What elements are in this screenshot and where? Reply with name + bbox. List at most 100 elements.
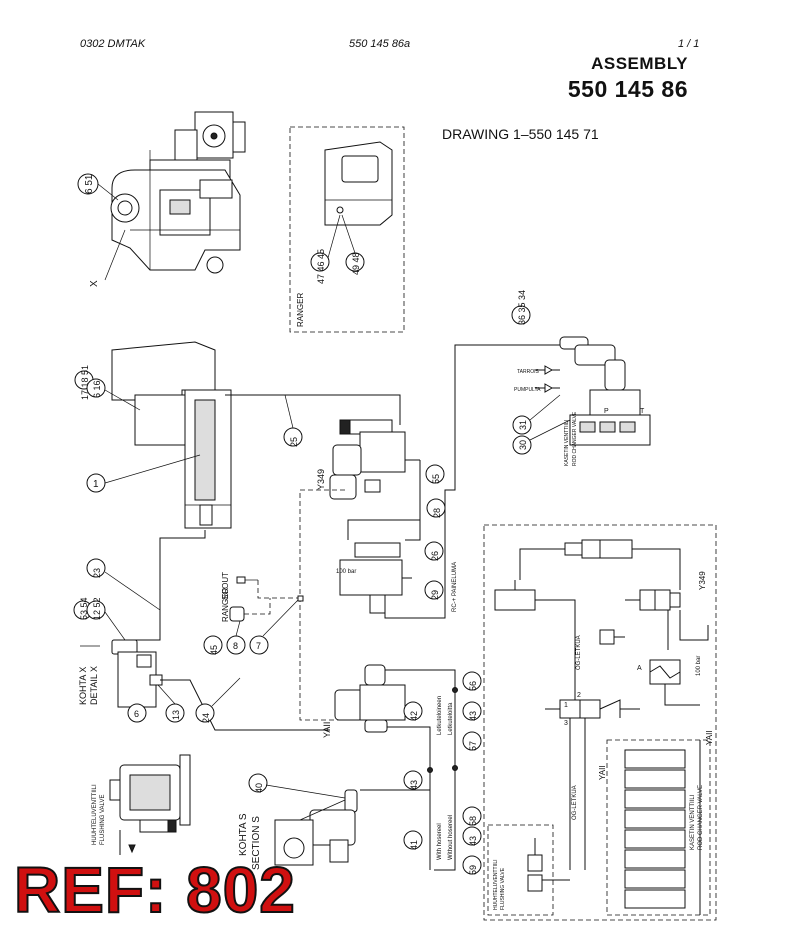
callout-28: 28 bbox=[426, 498, 446, 518]
svg-text:59: 59 bbox=[468, 865, 478, 875]
callout-7: 7 bbox=[249, 599, 299, 655]
svg-text:57: 57 bbox=[468, 741, 478, 751]
callout-23: 23 bbox=[86, 558, 161, 611]
tarrois-label: TARROIS bbox=[517, 369, 540, 375]
ranger-frame-label: RANGER bbox=[296, 293, 305, 327]
yaii-label-3: YAII bbox=[705, 730, 714, 745]
assembly-number: 550 145 86 bbox=[567, 76, 688, 102]
detail-x-section-label: DETAIL X bbox=[89, 666, 99, 705]
electric-cable-1 bbox=[299, 489, 370, 721]
hose-junction bbox=[452, 765, 458, 771]
callout-6-16: 6 16 bbox=[86, 378, 141, 411]
og-letkua-label-1: OG-LETKUA bbox=[576, 635, 582, 670]
svg-text:1: 1 bbox=[93, 479, 99, 490]
ranger-unit-drawing bbox=[324, 141, 393, 226]
callout-43-a: 43 bbox=[462, 701, 482, 721]
rod-changer-label-fi-2: KASETIN VENTTIILI bbox=[690, 794, 696, 850]
schematic-pilot-block bbox=[599, 629, 625, 645]
port-2-label: 2 bbox=[577, 692, 581, 699]
svg-text:8: 8 bbox=[233, 641, 238, 651]
callout-30: 30 bbox=[512, 419, 571, 455]
callout-42: 42 bbox=[403, 701, 423, 721]
section-s-label: SECTION S bbox=[251, 816, 262, 870]
callout-8: 8 bbox=[226, 620, 246, 655]
with-hosereel-label: With hosereel bbox=[437, 823, 443, 860]
svg-text:25: 25 bbox=[289, 437, 299, 447]
y349-label-2: Y349 bbox=[698, 571, 707, 590]
pressure-valve-block bbox=[339, 542, 412, 614]
rod-changer-label-en-1: ROD CHANGER VALVE bbox=[572, 411, 578, 466]
callout-47-46-45: 47 46 45 bbox=[310, 214, 341, 284]
flushing-valve-label-en-1: FLUSHING VALVE bbox=[100, 795, 106, 845]
ranger-frame bbox=[289, 126, 405, 333]
svg-text:56: 56 bbox=[468, 681, 478, 691]
svg-text:28: 28 bbox=[432, 508, 442, 518]
junction-box bbox=[297, 595, 304, 602]
hydraulic-schematic-frame bbox=[483, 524, 717, 921]
valve-bracket-drawing bbox=[111, 341, 232, 529]
callout-56: 56 bbox=[462, 671, 482, 691]
callout-57: 57 bbox=[462, 731, 482, 751]
hose-26 bbox=[347, 519, 420, 540]
ranger-label: RANGER bbox=[221, 588, 230, 622]
svg-text:43: 43 bbox=[468, 711, 478, 721]
detail-x-valve bbox=[111, 639, 163, 708]
port-3-label: 3 bbox=[564, 720, 568, 727]
svg-text:23: 23 bbox=[92, 568, 102, 578]
hose-junction bbox=[427, 767, 433, 773]
hose-55 bbox=[405, 460, 421, 541]
pressure-label-1: 100 bar bbox=[336, 569, 356, 575]
yaii-label-2: YAII bbox=[598, 765, 607, 780]
yaii-label-1: YAII bbox=[322, 722, 332, 738]
svg-text:17 18 51: 17 18 51 bbox=[80, 365, 90, 400]
flushing-valve-drawing bbox=[109, 754, 191, 855]
header-page-number: 1 / 1 bbox=[678, 38, 700, 50]
flushing-valve-label-fi-1: HUUHTELUVENTTIILI bbox=[92, 784, 98, 845]
hose-57-59 bbox=[387, 726, 431, 870]
svg-text:29: 29 bbox=[430, 590, 440, 600]
page-title: ASSEMBLY bbox=[591, 54, 688, 73]
svg-text:7: 7 bbox=[256, 641, 261, 651]
callout-24: 24 bbox=[195, 677, 241, 723]
letkuteloineen-label: Letkuteloineen bbox=[437, 696, 443, 735]
kohta-s-label: KOHTA S bbox=[238, 813, 249, 856]
pressure-label-2: 100 bar bbox=[696, 656, 702, 676]
callout-6-51: 6 51 bbox=[77, 173, 119, 201]
svg-text:42: 42 bbox=[409, 711, 419, 721]
rod-changer-top-drawing bbox=[535, 336, 651, 446]
callout-58: 58 bbox=[462, 806, 482, 826]
scout-label: SCOUT bbox=[221, 572, 230, 600]
callout-29: 29 bbox=[424, 580, 444, 600]
svg-text:58: 58 bbox=[468, 816, 478, 826]
og-letkua-label-2: OG-LETKUA bbox=[572, 785, 578, 820]
hose-junction bbox=[452, 687, 458, 693]
svg-text:6: 6 bbox=[134, 709, 139, 719]
schematic-top-cylinder bbox=[519, 539, 681, 590]
y349-valve-block bbox=[329, 419, 420, 500]
section-s-drawing bbox=[274, 789, 358, 866]
svg-text:13: 13 bbox=[171, 710, 181, 720]
rod-changer-valve-frame bbox=[606, 739, 711, 916]
callout-41: 41 bbox=[403, 830, 423, 850]
svg-text:36 35 34: 36 35 34 bbox=[517, 290, 527, 325]
svg-text:6 16: 6 16 bbox=[92, 380, 102, 398]
svg-text:12 52: 12 52 bbox=[92, 597, 102, 620]
rod-changer-label-fi-1: KASETIN VENTTIILI bbox=[564, 420, 570, 466]
schematic-directional-valve bbox=[545, 699, 640, 719]
schematic-pressure-valve bbox=[649, 659, 700, 706]
callout-40: 40 bbox=[248, 773, 346, 799]
flushing-valve-label-fi-2: HUUHTELUVENTTIILI bbox=[493, 859, 499, 910]
schematic-solenoid-valve bbox=[625, 589, 709, 650]
ranger-connector bbox=[229, 598, 271, 622]
svg-text:41: 41 bbox=[409, 840, 419, 850]
scout-connector bbox=[236, 576, 300, 599]
svg-text:43: 43 bbox=[468, 836, 478, 846]
callout-43-b: 43 bbox=[403, 770, 423, 790]
svg-text:43: 43 bbox=[409, 780, 419, 790]
callout-36-35-34: 36 35 34 bbox=[511, 290, 531, 325]
pumppu-label: PUMPULTA bbox=[514, 387, 541, 393]
header-code: 0302 DMTAK bbox=[80, 38, 146, 50]
rod-changer-label-en-2: ROD CHANGER VALVE bbox=[698, 785, 704, 850]
svg-text:47 46 45: 47 46 45 bbox=[316, 249, 326, 284]
